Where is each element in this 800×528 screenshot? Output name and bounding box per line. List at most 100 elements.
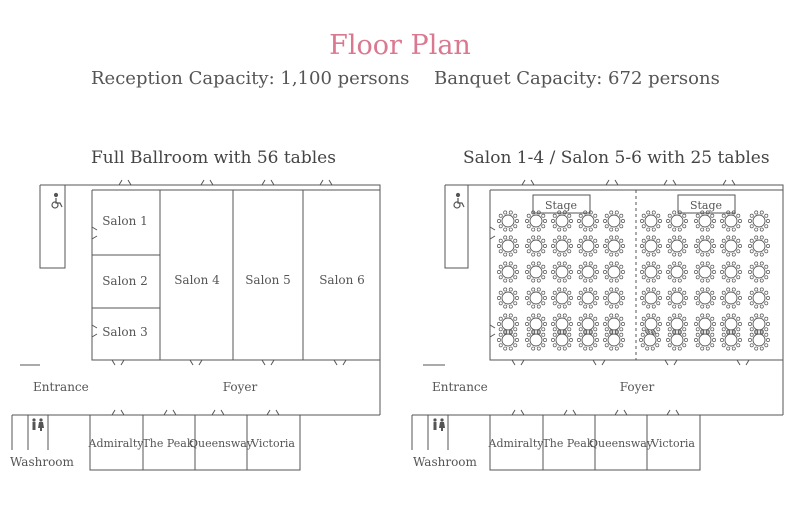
round-table-icon <box>551 329 573 351</box>
round-table-icon <box>694 261 716 283</box>
door-icon <box>614 409 628 416</box>
door-icon <box>261 359 275 366</box>
round-table-icon <box>603 313 625 335</box>
door-icon <box>333 359 347 366</box>
round-table-icon <box>603 235 625 257</box>
round-table-icon <box>666 287 688 309</box>
round-table-icon <box>640 261 662 283</box>
round-table-icon <box>603 210 625 232</box>
entrance-label: Entrance <box>33 380 89 394</box>
round-table-icon <box>525 287 547 309</box>
round-table-icon <box>497 329 519 351</box>
round-table-icon <box>720 210 742 232</box>
door-icon <box>261 179 275 186</box>
stage-left <box>532 194 591 214</box>
door-icon <box>118 179 132 186</box>
round-table-icon <box>640 235 662 257</box>
round-table-icon <box>603 261 625 283</box>
door-icon <box>664 359 678 366</box>
round-table-icon <box>720 235 742 257</box>
door-icon <box>163 409 177 416</box>
round-table-icon <box>577 210 599 232</box>
round-table-icon <box>748 329 770 351</box>
foyer-label: Foyer <box>223 380 258 394</box>
door-icon <box>563 409 577 416</box>
round-table-icon <box>497 313 519 335</box>
full-ballroom-title: Full Ballroom with 56 tables <box>91 148 336 168</box>
round-table-icon <box>577 287 599 309</box>
door-icon <box>666 409 680 416</box>
door-icon <box>266 409 280 416</box>
round-table-icon <box>497 210 519 232</box>
salon-2-label: Salon 2 <box>102 274 148 288</box>
round-table-icon <box>525 313 547 335</box>
round-table-icon <box>639 329 661 351</box>
round-table-icon <box>551 261 573 283</box>
the-peak-label: The Peak <box>142 437 193 450</box>
stage-right-label: Stage <box>690 199 722 212</box>
round-table-icon <box>577 329 599 351</box>
washroom-label: Washroom <box>10 455 75 469</box>
door-icon <box>521 179 535 186</box>
round-table-icon <box>720 329 742 351</box>
salon-6-label: Salon 6 <box>319 273 365 287</box>
round-table-icon <box>720 287 742 309</box>
left-floor-plan <box>11 184 381 471</box>
victoria-label: Victoria <box>250 437 295 450</box>
round-table-icon <box>577 261 599 283</box>
round-table-icon <box>551 287 573 309</box>
round-table-icon <box>525 261 547 283</box>
round-table-icon <box>666 235 688 257</box>
door-icon <box>319 179 333 186</box>
right-floor-plan <box>411 184 784 471</box>
door-icon <box>189 359 203 366</box>
salon-4-label: Salon 4 <box>174 273 220 287</box>
round-table-icon <box>577 313 599 335</box>
page-title: Floor Plan <box>329 30 471 61</box>
door-icons <box>91 179 750 416</box>
round-table-icon <box>525 235 547 257</box>
round-table-icon <box>748 287 770 309</box>
washroom-label-right: Washroom <box>413 455 478 469</box>
round-table-icon <box>640 210 662 232</box>
round-table-icon <box>666 210 688 232</box>
restroom-icon-right <box>433 418 445 431</box>
round-table-icon <box>551 313 573 335</box>
queensway-label-right: Queensway <box>589 437 654 450</box>
round-table-icon <box>577 235 599 257</box>
round-table-icon <box>525 329 547 351</box>
wheelchair-icon-right <box>453 192 465 209</box>
door-icon <box>511 359 525 366</box>
door-icon <box>592 359 606 366</box>
round-table-icon <box>497 287 519 309</box>
round-tables <box>497 210 770 351</box>
door-icon <box>211 409 225 416</box>
round-table-icon <box>603 287 625 309</box>
stage-left-label: Stage <box>545 199 577 212</box>
round-table-icon <box>720 261 742 283</box>
wheelchair-icon <box>51 192 63 209</box>
queensway-label: Queensway <box>189 437 254 450</box>
salon-3-label: Salon 3 <box>102 325 148 339</box>
door-icon <box>91 226 98 240</box>
door-icon <box>511 409 525 416</box>
round-table-icon <box>748 210 770 232</box>
round-table-icon <box>666 329 688 351</box>
door-icon <box>91 324 98 338</box>
salon-5-label: Salon 5 <box>245 273 291 287</box>
round-table-icon <box>748 313 770 335</box>
round-table-icon <box>551 235 573 257</box>
round-table-icon <box>748 235 770 257</box>
admiralty-label-right: Admiralty <box>488 437 545 450</box>
round-table-icon <box>666 313 688 335</box>
round-table-icon <box>694 235 716 257</box>
door-icon <box>489 226 496 240</box>
round-table-icon <box>640 287 662 309</box>
round-table-icon <box>551 210 573 232</box>
door-icon <box>200 179 214 186</box>
door-icon <box>111 409 125 416</box>
admiralty-label: Admiralty <box>88 437 145 450</box>
round-table-icon <box>497 235 519 257</box>
round-table-icon <box>694 287 716 309</box>
door-icon <box>111 359 125 366</box>
